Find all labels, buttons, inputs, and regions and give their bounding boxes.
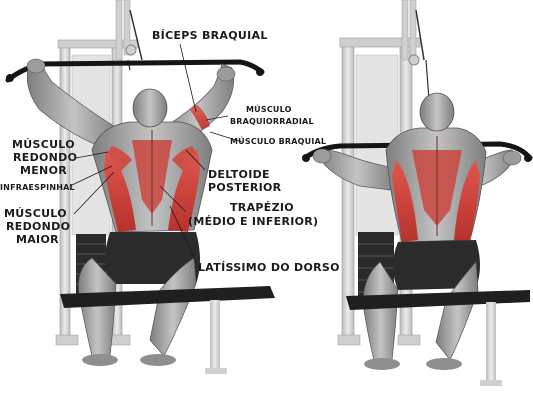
label-braquiorradial-line1: MÚSCULO [246,105,292,114]
label-braquiorradial-line2: BRAQUIORRADIAL [230,117,314,126]
label-latissimo-do-dorso: LATÍSSIMO DO DORSO [198,261,340,274]
label-redondo-maior-line2: REDONDO [6,220,71,233]
label-biceps-braquial: BÍCEPS BRAQUIAL [152,29,268,42]
label-deltoide-line2: POSTERIOR [208,181,282,194]
leader-lines [69,43,243,263]
label-musculo-braquial: MÚSCULO BRAQUIAL [230,137,327,146]
label-infraespinhal: INFRAESPINHAL [0,183,75,192]
label-redondo-menor-line1: MÚSCULO [12,138,75,151]
label-deltoide-line1: DELTOIDE [208,168,270,181]
left-pulldown-bar [5,59,265,83]
label-redondo-maior-line3: MAIOR [16,233,59,246]
right-figure [302,0,533,386]
right-bench [346,290,530,310]
left-figure [5,0,275,374]
label-trapezio-line1: TRAPÉZIO [230,201,294,214]
label-trapezio-line2: (MÉDIO E INFERIOR) [188,215,319,228]
label-redondo-menor-line3: MENOR [20,164,67,177]
label-redondo-maior-line1: MÚSCULO [4,207,67,220]
label-redondo-menor-line2: REDONDO [13,151,78,164]
left-bench [60,286,275,308]
